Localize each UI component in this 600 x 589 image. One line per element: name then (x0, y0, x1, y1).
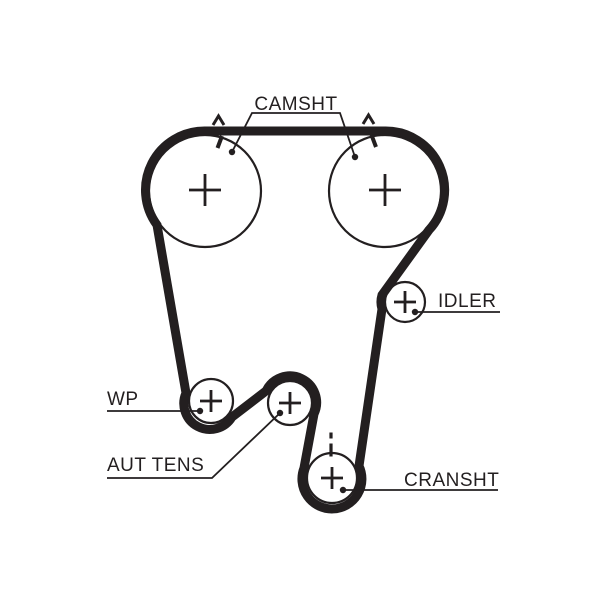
crankshaft-label: CRANSHT (404, 470, 499, 491)
camshaft-label: CAMSHT (254, 94, 337, 115)
camshaft-label-bracket (231, 112, 356, 158)
tensioner-pulley (266, 379, 314, 427)
camshaft-pulley-left (147, 133, 263, 249)
camshaft-left-center-cross-icon (189, 174, 221, 206)
camshaft-right-timing-tick (369, 134, 378, 148)
idler-center-cross-icon (394, 291, 416, 313)
tensioner-center-cross-icon (279, 392, 301, 414)
camshaft-right-caret-icon (361, 112, 376, 125)
tensioner-leader-dot (276, 409, 284, 417)
water-pump-label: WP (107, 389, 139, 410)
camshaft-bracket-dot-right (351, 153, 359, 161)
water-pump-center-cross-icon (200, 390, 222, 412)
idler-leader-dot (411, 308, 419, 316)
idler-label: IDLER (438, 291, 496, 312)
timing-belt (141, 126, 450, 514)
tensioner-label: AUT TENS (107, 455, 204, 476)
idler-pulley (383, 280, 427, 324)
camshaft-left-caret-icon (211, 113, 226, 126)
camshaft-bracket-dot-left (228, 148, 236, 156)
camshaft-pulley-right (327, 133, 443, 249)
camshaft-right-center-cross-icon (369, 174, 401, 206)
water-pump-leader-dot (196, 407, 204, 415)
water-pump-pulley (187, 377, 235, 425)
tensioner-leader-line (107, 412, 281, 479)
camshaft-left-timing-tick (215, 135, 224, 149)
crankshaft-center-cross-icon (321, 467, 343, 489)
crankshaft-leader-dot (339, 486, 347, 494)
